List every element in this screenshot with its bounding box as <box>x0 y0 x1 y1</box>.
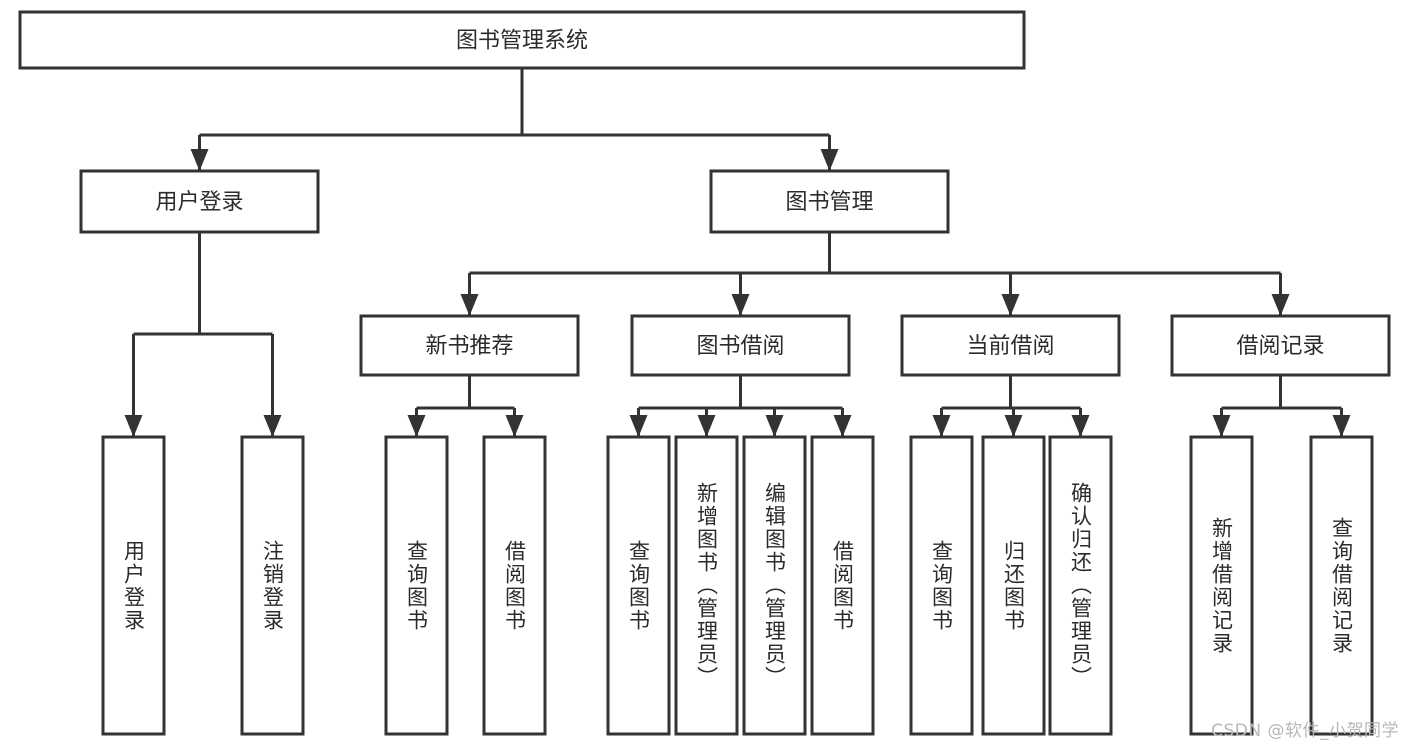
level3-label-0: 新书推荐 <box>425 334 513 359</box>
leaf-branch-node-当前借阅-arrow-2 <box>1071 415 1090 437</box>
leaf-branch-node-用户登录-arrow-0 <box>124 415 143 437</box>
level2-box-node-图书管理[interactable] <box>709 169 950 234</box>
level3-label-3: 借阅记录 <box>1236 334 1324 359</box>
leaf-box-node-确认归还管理员-10[interactable] <box>1048 435 1113 736</box>
leaf-branch-node-当前借阅-arrow-0 <box>932 415 951 437</box>
leaf-branch-node-图书借阅-arrow-2 <box>765 415 784 437</box>
leaf-branch-node-当前借阅-arrow-1 <box>1004 415 1023 437</box>
watermark-text: CSDN @软件_小贺同学 <box>1211 721 1399 741</box>
level3-box-node-新书推荐[interactable] <box>359 314 580 377</box>
level2-label-1: 图书管理 <box>785 190 873 215</box>
mgmt-branch-arrow-3 <box>1271 294 1290 316</box>
leaf-box-node-编辑图书管理员-6[interactable] <box>742 435 807 736</box>
leaf-box-node-归还图书-9[interactable] <box>981 435 1046 736</box>
leaf-box-node-新增图书管理员-5[interactable] <box>674 435 739 736</box>
leaf-branch-node-新书推荐-arrow-0 <box>407 415 426 437</box>
leaf-box-node-查询图书-8[interactable] <box>909 435 974 736</box>
leaf-box-node-新增借阅记录-11[interactable] <box>1189 435 1254 736</box>
root-label: 图书管理系统 <box>456 29 588 54</box>
leaf-box-node-用户登录-0[interactable] <box>101 435 166 736</box>
root-box-node-图书管理系统[interactable] <box>18 10 1026 70</box>
level3-box-node-图书借阅[interactable] <box>630 314 851 377</box>
leaf-box-node-借阅图书-7[interactable] <box>810 435 875 736</box>
mgmt-branch-arrow-0 <box>460 294 479 316</box>
level3-box-node-当前借阅[interactable] <box>900 314 1121 377</box>
mgmt-branch-arrow-1 <box>731 294 750 316</box>
root-branch-arrow-0 <box>190 149 209 171</box>
mgmt-branch-arrow-2 <box>1001 294 1020 316</box>
leaf-box-node-借阅图书-3[interactable] <box>482 435 547 736</box>
level2-box-node-用户登录[interactable] <box>79 169 320 234</box>
level3-box-node-借阅记录[interactable] <box>1170 314 1391 377</box>
leaf-branch-node-图书借阅-arrow-3 <box>833 415 852 437</box>
leaf-branch-node-借阅记录-arrow-1 <box>1332 415 1351 437</box>
level3-label-2: 当前借阅 <box>966 334 1054 359</box>
boxes-layer <box>18 10 1391 736</box>
leaf-box-node-注销登录-1[interactable] <box>240 435 305 736</box>
leaf-box-node-查询图书-4[interactable] <box>606 435 671 736</box>
connectors-layer <box>124 68 1351 437</box>
root-branch-arrow-1 <box>820 149 839 171</box>
level2-label-0: 用户登录 <box>155 190 243 215</box>
leaf-branch-node-用户登录-arrow-1 <box>263 415 282 437</box>
leaf-branch-node-新书推荐-arrow-1 <box>505 415 524 437</box>
leaf-branch-node-图书借阅-arrow-0 <box>629 415 648 437</box>
leaf-branch-node-借阅记录-arrow-0 <box>1212 415 1231 437</box>
leaf-box-node-查询借阅记录-12[interactable] <box>1309 435 1374 736</box>
leaf-box-node-查询图书-2[interactable] <box>384 435 449 736</box>
level3-label-1: 图书借阅 <box>696 334 784 359</box>
leaf-branch-node-图书借阅-arrow-1 <box>697 415 716 437</box>
